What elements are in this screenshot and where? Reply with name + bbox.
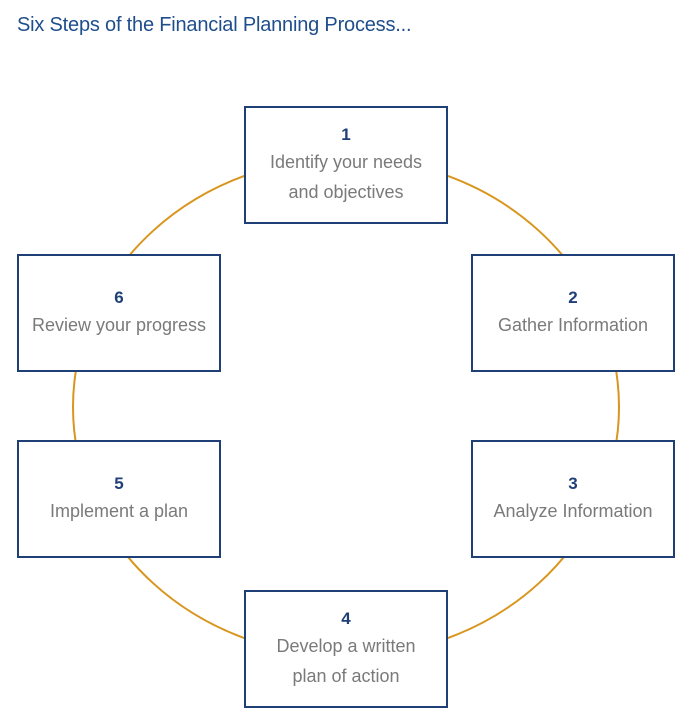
step-1-number: 1 (341, 125, 351, 144)
step-6-label: Review your progress (31, 315, 207, 335)
step-6-number: 6 (114, 288, 124, 307)
step-3-box: 3 Analyze Information (471, 440, 675, 558)
step-5-label: Implement a plan (49, 501, 189, 521)
cycle-ring-path (72, 157, 620, 657)
page-title: Six Steps of the Financial Planning Proc… (17, 14, 412, 36)
step-2-label: Gather Information (497, 315, 649, 335)
step-4-box: 4 Develop a written plan of action (244, 590, 448, 708)
step-1-label: Identify your needs and objectives (269, 152, 423, 202)
step-4-number: 4 (341, 609, 351, 628)
step-1-box: 1 Identify your needs and objectives (244, 106, 448, 224)
step-5-number: 5 (114, 474, 124, 493)
step-3-label: Analyze Information (493, 501, 653, 521)
step-2-number: 2 (568, 288, 578, 307)
step-6-box: 6 Review your progress (17, 254, 221, 372)
step-4-label: Develop a written plan of action (276, 636, 416, 686)
step-2-box: 2 Gather Information (471, 254, 675, 372)
step-5-box: 5 Implement a plan (17, 440, 221, 558)
step-3-number: 3 (568, 474, 578, 493)
